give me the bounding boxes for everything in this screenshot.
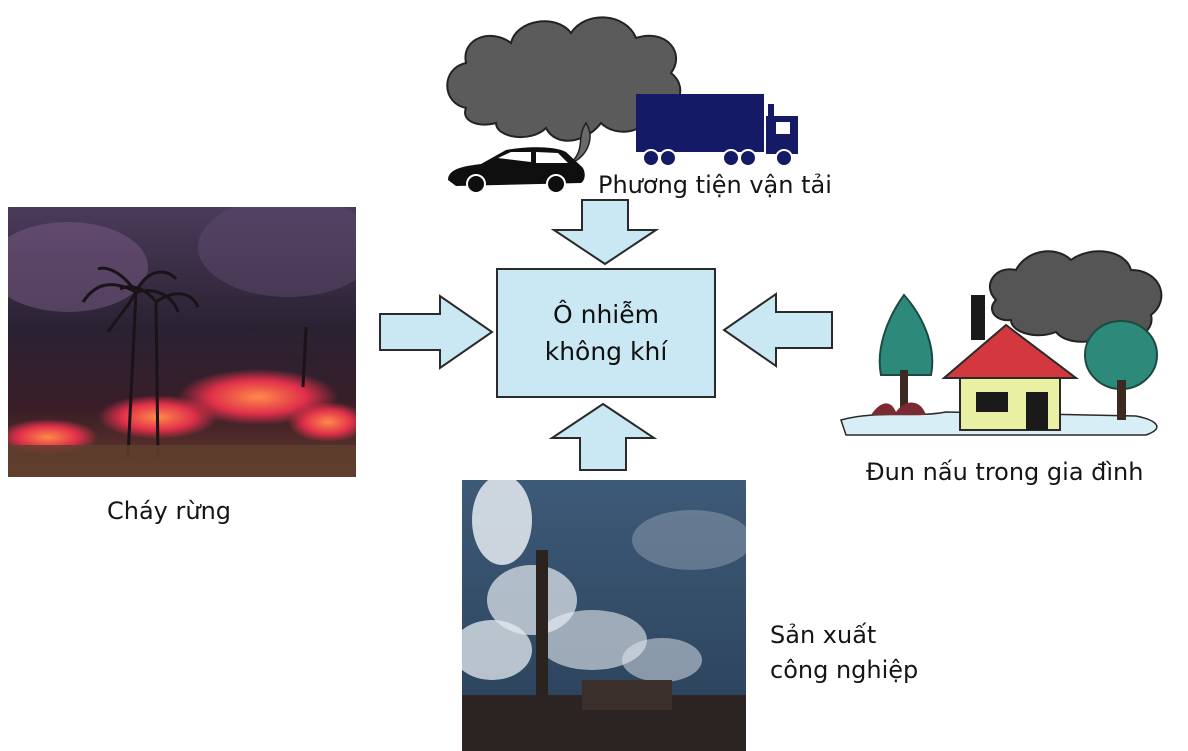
pine-tree-icon (871, 293, 934, 415)
center-box: Ô nhiễm không khí (496, 268, 716, 398)
truck-icon (636, 94, 798, 167)
palm-tree-icon (81, 266, 308, 458)
tree-icon (1084, 320, 1158, 420)
transport-label: Phương tiện vận tải (598, 171, 832, 199)
center-title-line1: Ô nhiễm (552, 299, 659, 329)
car-icon (448, 147, 585, 194)
center-title-line2: không khí (544, 337, 668, 366)
industry-photo (462, 480, 746, 751)
arrow-left-icon (722, 292, 833, 368)
transport-illustration (446, 16, 798, 194)
chimney-icon (536, 550, 548, 710)
arrow-up-icon (548, 402, 658, 471)
smoke-cloud-icon (446, 16, 682, 142)
household-illustration (840, 250, 1163, 436)
forest-fire-photo (8, 207, 356, 477)
industry-label: Sản xuất công nghiệp (770, 618, 918, 688)
house-icon (941, 295, 1079, 431)
industry-label-line2: công nghiệp (770, 655, 919, 684)
household-label: Đun nấu trong gia đình (866, 458, 1144, 486)
center-title: Ô nhiễm không khí (545, 296, 668, 371)
arrow-right-icon (379, 294, 494, 370)
smoke-plume-icon (462, 480, 746, 682)
smoke-cloud-icon (989, 250, 1163, 343)
forest-fire-label: Cháy rừng (107, 497, 232, 525)
industry-label-line1: Sản xuất (770, 621, 877, 649)
arrow-down-icon (550, 199, 660, 266)
